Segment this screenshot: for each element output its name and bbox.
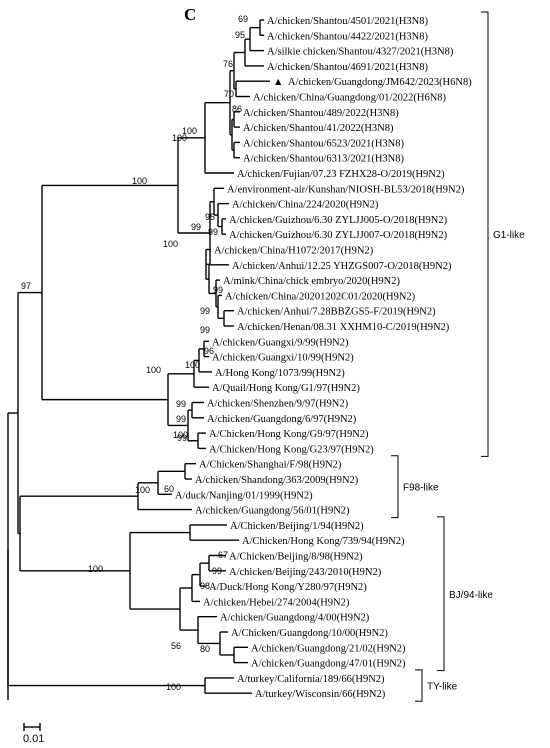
clade-bracket bbox=[391, 455, 399, 519]
bootstrap-value: 95 bbox=[205, 212, 215, 222]
leaf-label: A/duck/Nanjing/01/1999(H9N2) bbox=[175, 490, 313, 501]
leaf-label: A/chicken/Shenzhen/9/97(H9N2) bbox=[207, 399, 349, 410]
scale-bar-label: 0.01 bbox=[23, 733, 44, 745]
highlight-triangle-icon: ▲ bbox=[273, 77, 283, 88]
leaf-label: A/Chicken/Hong Kong/G23/97(H9N2) bbox=[209, 444, 374, 455]
leaf-label: A/chicken/Guangdong/JM642/2023(H6N8) bbox=[288, 77, 472, 88]
leaf-label: A/chicken/Anhui/7.28BBZGS5-F/2019(H9N2) bbox=[237, 307, 436, 318]
leaf-label: A/Chicken/Beijing/1/94(H9N2) bbox=[230, 521, 364, 532]
leaf-label: A/chicken/Hebei/274/2004(H9N2) bbox=[203, 597, 350, 608]
bootstrap-value: 99 bbox=[177, 433, 187, 443]
scale-bar: 0.01 bbox=[23, 723, 44, 745]
bootstrap-value: 80 bbox=[200, 644, 210, 654]
leaf-label: A/Quail/Hong Kong/G1/97(H9N2) bbox=[212, 383, 360, 394]
leaf-label: A/chicken/China/20201202C01/2020(H9N2) bbox=[225, 291, 416, 302]
leaf-label: A/chicken/Shantou/489/2022(H3N8) bbox=[243, 108, 399, 119]
leaf-label: A/chicken/Guangdong/4/00(H9N2) bbox=[220, 613, 370, 624]
bootstrap-value: 70 bbox=[224, 89, 234, 99]
leaf-label: A/chicken/Guangdong/56/01(H9N2) bbox=[195, 506, 350, 517]
clade-bracket bbox=[415, 669, 423, 702]
bootstrap-value: 100 bbox=[132, 176, 147, 186]
clade-label: F98-like bbox=[403, 483, 439, 494]
leaf-label: A/chicken/China/H1072/2017(H9N2) bbox=[214, 246, 374, 257]
leaf-label: A/Chicken/Hong Kong/G9/97(H9N2) bbox=[209, 429, 369, 440]
bootstrap-value: 98 bbox=[200, 581, 210, 591]
leaf-label: A/chicken/Anhui/12.25 YHZGS007-O/2018(H9… bbox=[232, 261, 452, 272]
leaf-label: A/Chicken/Guangdong/10/00(H9N2) bbox=[231, 628, 388, 639]
bootstrap-value: 100 bbox=[185, 360, 200, 370]
bootstrap-value: 95 bbox=[235, 30, 245, 40]
bootstrap-value: 100 bbox=[182, 126, 197, 136]
leaf-label: A/chicken/Guangxi/9/99(H9N2) bbox=[212, 337, 349, 348]
bootstrap-value: 99 bbox=[212, 566, 222, 576]
leaf-label: A/chicken/China/224/2020(H9N2) bbox=[232, 200, 379, 211]
leaf-label: A/chicken/Shandong/363/2009(H9N2) bbox=[195, 475, 359, 486]
tree-branches bbox=[7, 19, 270, 700]
leaf-label: A/chicken/Guizhou/6.30 ZYLJJ007-O/2018(H… bbox=[229, 230, 448, 241]
clade-label: TY-like bbox=[427, 682, 458, 693]
bootstrap-value: 100 bbox=[163, 239, 178, 249]
bootstrap-value: 97 bbox=[21, 281, 31, 291]
bootstrap-value: 56 bbox=[171, 641, 181, 651]
bootstrap-value: 100 bbox=[88, 564, 103, 574]
leaf-label: A/chicken/Shantou/41/2022(H3N8) bbox=[243, 123, 394, 134]
leaf-label: A/chicken/Guangdong/6/97(H9N2) bbox=[207, 414, 357, 425]
bootstrap-value: 99 bbox=[208, 227, 218, 237]
leaf-labels: A/chicken/Shantou/4501/2021(H3N8) A/chick… bbox=[175, 16, 472, 700]
clade-label: BJ/94-like bbox=[449, 590, 493, 601]
leaf-label: A/environment-air/Kunshan/NIOSH-BL53/201… bbox=[227, 184, 465, 195]
leaf-label: A/chicken/Henan/08.31 XXHM10-C/2019(H9N2… bbox=[237, 322, 450, 333]
leaf-label: A/chicken/China/Guangdong/01/2022(H6N8) bbox=[253, 93, 447, 104]
clade-label: G1-like bbox=[493, 230, 525, 241]
leaf-label: A/turkey/California/189/66(H9N2) bbox=[237, 674, 385, 685]
bootstrap-value: 76 bbox=[223, 59, 233, 69]
leaf-label: A/chicken/Shantou/4422/2021(H3N8) bbox=[267, 31, 428, 42]
bootstrap-value: 99 bbox=[213, 285, 223, 295]
leaf-label: A/chicken/Beijing/243/2010(H9N2) bbox=[229, 567, 382, 578]
clade-bracket bbox=[437, 516, 445, 672]
bootstrap-value: 60 bbox=[164, 484, 174, 494]
bootstrap-value: 100 bbox=[135, 485, 150, 495]
bootstrap-value: 99 bbox=[200, 325, 210, 335]
leaf-label: A/Chicken/Shanghai/F/98(H9N2) bbox=[199, 460, 342, 471]
leaf-label: A/chicken/Guangdong/47/01(H9N2) bbox=[251, 659, 406, 670]
clade-bracket bbox=[481, 11, 489, 457]
bootstrap-value: 100 bbox=[173, 430, 188, 440]
bootstrap-value: 100 bbox=[166, 682, 181, 692]
bootstrap-value: 86 bbox=[232, 104, 242, 114]
bootstrap-value: 96 bbox=[204, 346, 214, 356]
leaf-label: A/chicken/Shantou/4501/2021(H3N8) bbox=[267, 16, 428, 27]
bootstrap-value: 67 bbox=[218, 550, 228, 560]
leaf-label: A/chicken/Guangdong/21/02(H9N2) bbox=[251, 643, 406, 654]
leaf-label: A/chicken/Shantou/6313/2021(H3N8) bbox=[243, 154, 404, 165]
leaf-label: A/chicken/Shantou/6523/2021(H3N8) bbox=[243, 138, 404, 149]
bootstrap-value: 99 bbox=[191, 222, 201, 232]
bootstrap-value: 100 bbox=[172, 133, 187, 143]
bootstrap-value: 99 bbox=[200, 306, 210, 316]
leaf-label: A/Chicken/Beijing/8/98(H9N2) bbox=[229, 552, 363, 563]
leaf-label: A/chicken/Guizhou/6.30 ZYLJJ005-O/2018(H… bbox=[229, 215, 448, 226]
panel-label: C bbox=[184, 5, 196, 24]
leaf-label: A/Hong Kong/1073/99(H9N2) bbox=[215, 368, 345, 379]
leaf-label: A/chicken/Shantou/4691/2021(H3N8) bbox=[267, 62, 428, 73]
bootstrap-value: 100 bbox=[146, 365, 161, 375]
leaf-label: A/mink/China/chick embryo/2020(H9N2) bbox=[223, 276, 401, 287]
leaf-label: A/Duck/Hong Kong/Y280/97(H9N2) bbox=[209, 582, 367, 593]
bootstrap-value: 99 bbox=[176, 414, 186, 424]
leaf-label: A/Chicken/Hong Kong/739/94(H9N2) bbox=[242, 536, 405, 547]
leaf-label: A/turkey/Wisconsin/66(H9N2) bbox=[255, 689, 386, 700]
leaf-label: A/silkie chicken/Shantou/4327/2021(H3N8) bbox=[267, 47, 454, 58]
bootstrap-value: 99 bbox=[176, 399, 186, 409]
leaf-label: A/chicken/Fujian/07.23 FZHX28-O/2019(H9N… bbox=[237, 169, 445, 180]
leaf-label: A/chicken/Guangxi/10/99(H9N2) bbox=[212, 353, 354, 364]
bootstrap-value: 69 bbox=[238, 14, 248, 24]
